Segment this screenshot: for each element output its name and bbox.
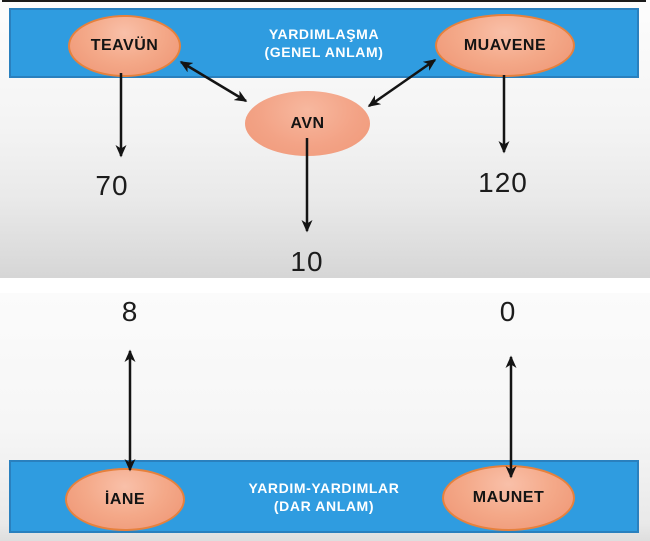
banner-title-line1: YARDIM-YARDIMLAR: [248, 479, 400, 496]
banner-title-line2: (GENEL ANLAM): [264, 44, 384, 60]
value-avn: 10: [290, 246, 324, 277]
banner-title-line2: (DAR ANLAM): [273, 497, 375, 514]
node-iane: İANE: [65, 468, 185, 531]
value-teavun: 70: [95, 170, 129, 201]
node-teavun: TEAVÜN: [68, 15, 181, 77]
node-avn: AVN: [245, 91, 370, 156]
node-teavun-label: TEAVÜN: [90, 37, 159, 54]
node-avn-label: AVN: [290, 114, 325, 132]
node-iane-label: İANE: [104, 490, 146, 508]
value-maunet: 0: [499, 296, 517, 327]
node-muavene: MUAVENE: [435, 14, 575, 77]
node-maunet: MAUNET: [442, 465, 575, 531]
node-muavene-label: MUAVENE: [463, 36, 547, 54]
banner-title-line1: YARDIMLAŞMA: [268, 26, 380, 42]
value-muavene: 120: [478, 167, 528, 198]
top-slide-section: YARDIMLAŞMA (GENEL ANLAM) TEAVÜN MUAVENE…: [0, 0, 650, 278]
value-iane: 8: [121, 296, 139, 327]
bottom-slide-section: YARDIM-YARDIMLAR (DAR ANLAM) İANE MAUNET…: [0, 293, 650, 541]
node-maunet-label: MAUNET: [472, 489, 545, 506]
top-border-line: [2, 0, 646, 2]
